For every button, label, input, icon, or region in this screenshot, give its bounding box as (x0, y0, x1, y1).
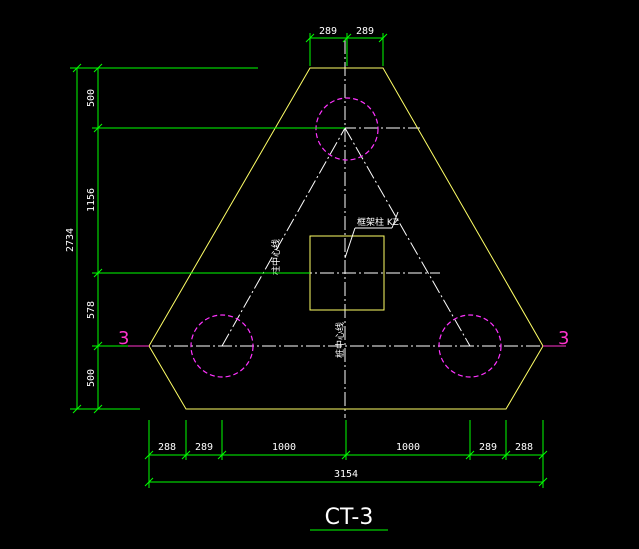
dim-bottom-3: 1000 (272, 442, 296, 453)
piles (190, 97, 502, 378)
pile-centerline-label: 桩中心线 (334, 322, 346, 358)
dim-bottom-6: 288 (515, 442, 533, 453)
dim-left-4: 500 (86, 369, 97, 387)
pile-centerline-left (221, 127, 346, 347)
pile-top (315, 97, 379, 161)
dim-top-left: 289 (319, 26, 337, 37)
bottom-dimensions (144, 420, 548, 488)
section-mark-right: 3 (558, 328, 569, 349)
pile-bottom-left (190, 314, 254, 378)
drawing-title: CT-3 (325, 505, 374, 530)
dim-left-total: 2734 (65, 228, 76, 252)
column-label: 框架柱 KZ (357, 216, 399, 228)
dim-left-2: 1156 (86, 188, 97, 212)
left-dimensions (70, 63, 345, 414)
pile-centerline-right (344, 127, 471, 347)
dim-left-1: 500 (86, 89, 97, 107)
section-mark-left: 3 (118, 328, 129, 349)
dim-bottom-1: 288 (158, 442, 176, 453)
column-leader (344, 211, 399, 259)
top-dimension (305, 33, 388, 66)
pile-bottom-right (438, 314, 502, 378)
dim-top-right: 289 (356, 26, 374, 37)
dim-bottom-4: 1000 (396, 442, 420, 453)
dim-left-3: 578 (86, 301, 97, 319)
dim-bottom-2: 289 (195, 442, 213, 453)
dim-bottom-total: 3154 (334, 469, 358, 480)
column-centerline-label: 柱中心线 (270, 239, 282, 275)
dim-bottom-5: 289 (479, 442, 497, 453)
